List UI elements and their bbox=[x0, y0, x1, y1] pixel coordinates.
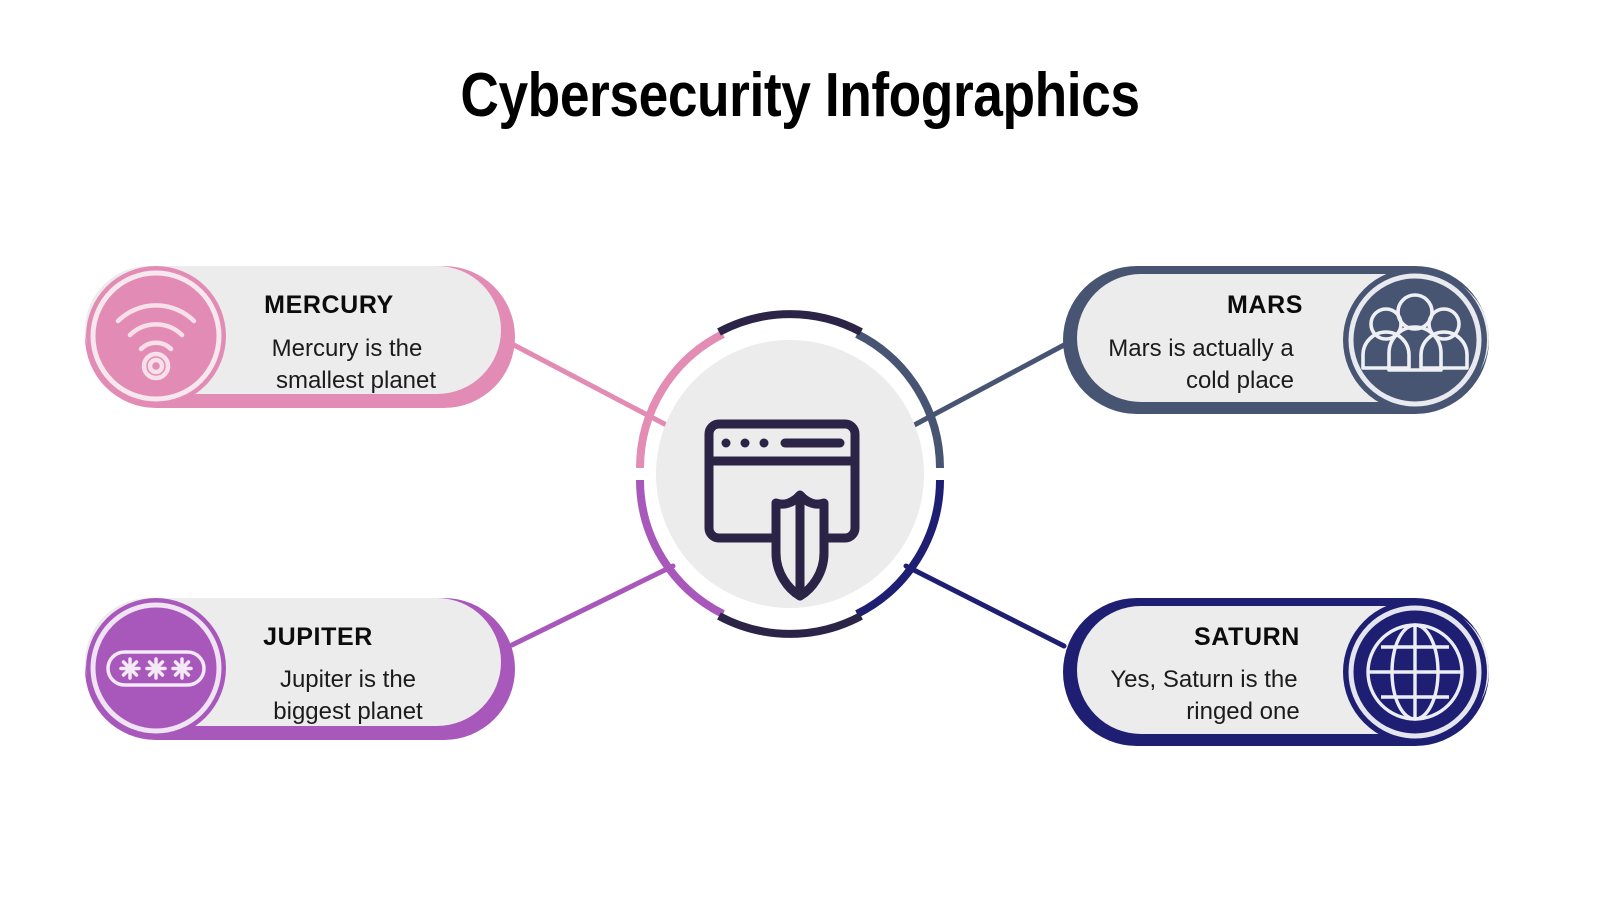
card-saturn[interactable]: SATURN Yes, Saturn is the ringed one bbox=[1063, 598, 1489, 746]
card-mercury[interactable]: MERCURY Mercury is the smallest planet bbox=[85, 266, 515, 408]
wifi-dot-inner bbox=[147, 357, 165, 375]
users-group-icon bbox=[1361, 293, 1469, 372]
card-mars-icon-ring bbox=[1348, 273, 1482, 407]
password-asterisk-2 bbox=[145, 657, 167, 680]
mercury-arc bbox=[636, 330, 725, 469]
wifi-dot-outer bbox=[141, 351, 171, 381]
card-mercury-body-line2: smallest planet bbox=[276, 367, 436, 394]
card-mars[interactable]: MARS Mars is actually a cold place bbox=[1063, 266, 1489, 414]
card-saturn-heading: SATURN bbox=[1194, 623, 1300, 651]
center-node[interactable] bbox=[636, 310, 944, 638]
password-asterisk-1 bbox=[119, 657, 141, 680]
card-mars-body-line2: cold place bbox=[1186, 367, 1294, 394]
card-mars-heading: MARS bbox=[1227, 291, 1303, 319]
wifi-arc-outer bbox=[115, 303, 197, 324]
connector-saturn bbox=[903, 563, 1067, 649]
password-asterisk-3 bbox=[171, 657, 193, 680]
card-mars-icon-disc bbox=[1343, 268, 1487, 412]
password-field-box bbox=[106, 650, 206, 687]
wifi-arc-inner bbox=[138, 340, 174, 352]
wifi-arc-mid bbox=[127, 322, 185, 338]
mars-arc bbox=[855, 330, 944, 469]
top-cap-arc bbox=[717, 310, 863, 336]
browser-dot-1 bbox=[721, 438, 731, 448]
user-body-left bbox=[1361, 330, 1411, 370]
saturn-arc bbox=[855, 479, 944, 618]
card-mercury-icon-ring bbox=[90, 270, 222, 402]
jupiter-arc bbox=[636, 479, 725, 618]
card-mars-body-line1: Mars is actually a bbox=[1108, 335, 1294, 362]
card-saturn-body-line2: ringed one bbox=[1186, 698, 1299, 725]
card-jupiter-body-line2: biggest planet bbox=[273, 698, 423, 725]
connector-jupiter bbox=[509, 563, 676, 648]
card-jupiter-body-line1: Jupiter is the bbox=[280, 666, 416, 693]
bottom-cap-arc bbox=[717, 612, 863, 638]
card-saturn-body-line1: Yes, Saturn is the bbox=[1110, 666, 1297, 693]
card-jupiter[interactable]: JUPITER Jupiter is the biggest planet bbox=[85, 598, 515, 740]
browser-dot-2 bbox=[740, 438, 750, 448]
card-mercury-heading: MERCURY bbox=[264, 291, 394, 319]
card-jupiter-heading: JUPITER bbox=[263, 623, 373, 651]
card-mercury-icon-disc bbox=[86, 266, 226, 406]
page-title: Cybersecurity Infographics bbox=[460, 61, 1140, 130]
user-body-center bbox=[1387, 325, 1443, 372]
password-field-icon bbox=[106, 650, 206, 687]
user-head-center bbox=[1396, 293, 1434, 331]
center-ring bbox=[636, 310, 944, 638]
globe-icon bbox=[1366, 623, 1464, 721]
wifi-icon bbox=[115, 303, 197, 381]
user-body-right bbox=[1419, 330, 1469, 370]
browser-shield-icon bbox=[704, 419, 860, 601]
card-mercury-body-line1: Mercury is the bbox=[272, 335, 423, 362]
card-saturn-icon-ring bbox=[1348, 605, 1482, 739]
browser-dot-3 bbox=[759, 438, 769, 448]
card-jupiter-icon-ring bbox=[90, 602, 222, 734]
